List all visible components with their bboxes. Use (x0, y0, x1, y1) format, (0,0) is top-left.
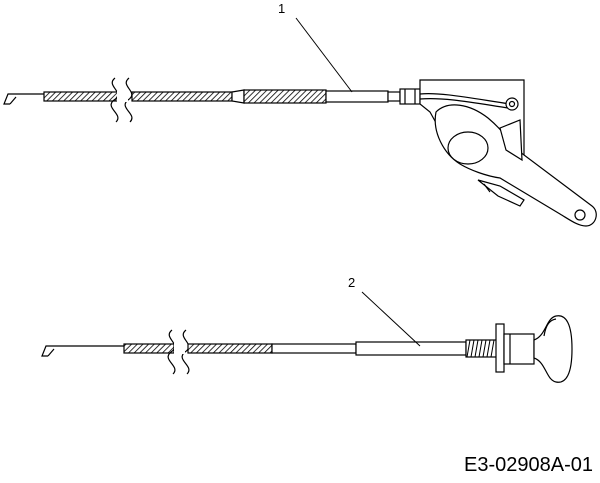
choke-wire-end (41, 345, 124, 357)
callout-1: 1 (278, 1, 353, 93)
callout-1-label: 1 (278, 1, 285, 16)
choke-cable-assembly (41, 315, 573, 383)
choke-knob (533, 315, 573, 383)
drawing-code: E3-02908A-01 (464, 454, 593, 476)
throttle-cable-assembly (3, 77, 597, 227)
callout-2-label: 2 (348, 275, 355, 290)
callout-2: 2 (348, 275, 421, 347)
throttle-sheath-right (243, 89, 327, 104)
choke-ferrule (355, 341, 467, 356)
throttle-ferrule (325, 90, 389, 103)
choke-flange (495, 323, 505, 373)
throttle-wire-end (3, 93, 44, 105)
choke-sheath-left (123, 343, 175, 354)
choke-break-mark (167, 329, 176, 375)
throttle-sheath-left (43, 91, 119, 102)
throttle-clamp (399, 88, 421, 105)
choke-sheath-right (187, 343, 273, 354)
throttle-sheath-mid (131, 91, 233, 102)
throttle-break-mark (110, 77, 119, 123)
choke-tube (271, 343, 357, 354)
